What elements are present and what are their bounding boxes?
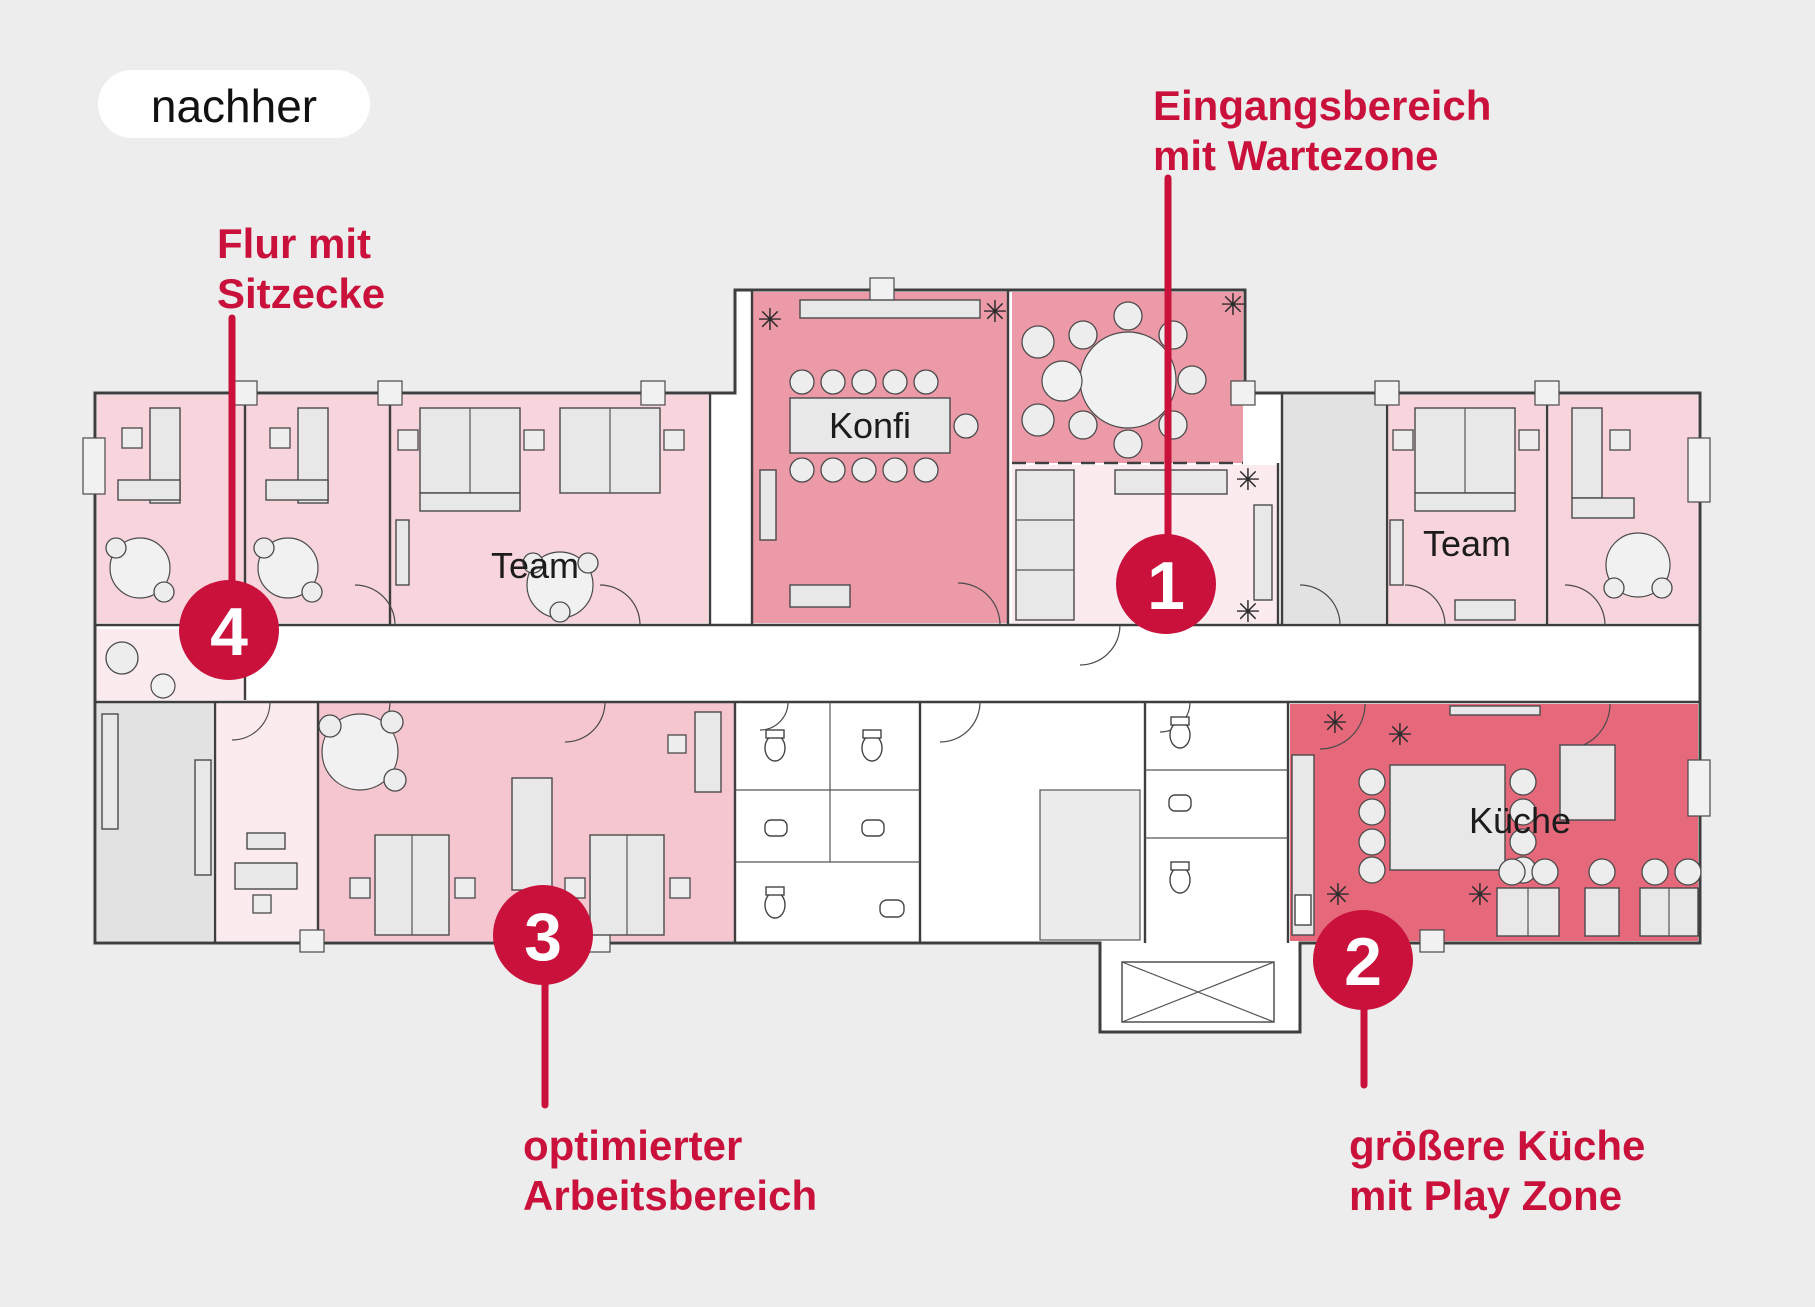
plant-icon: ✳ xyxy=(1387,719,1412,752)
kitchen-counter xyxy=(1291,754,1315,936)
toilet-icon xyxy=(764,886,786,919)
open-office-furniture xyxy=(318,710,722,936)
conference-table xyxy=(789,397,951,454)
annotation-kitchen: größere Küche mit Play Zone xyxy=(1349,1122,1645,1219)
badge-label: nachher xyxy=(151,80,317,132)
toilet-icon xyxy=(1169,716,1191,749)
annotation-hallway-line2: Sitzecke xyxy=(217,270,385,317)
label-team-left: Team xyxy=(491,545,579,586)
annotation-kitchen-line1: größere Küche xyxy=(1349,1122,1645,1169)
shelf-divider xyxy=(511,777,553,891)
plant-icon: ✳ xyxy=(1235,464,1260,497)
kitchen-island xyxy=(1559,744,1616,821)
round-table xyxy=(1079,331,1177,429)
wc-fixtures xyxy=(764,716,1192,919)
toilet-icon xyxy=(1169,861,1191,894)
grey-room-furniture xyxy=(101,713,212,876)
round-table xyxy=(321,713,399,791)
annotation-hallway: Flur mit Sitzecke xyxy=(217,220,385,317)
annotation-workspace-line2: Arbeitsbereich xyxy=(523,1172,817,1219)
plant-icon: ✳ xyxy=(1235,596,1260,629)
marker-1-number: 1 xyxy=(1147,548,1185,624)
marker-2-number: 2 xyxy=(1344,924,1382,1000)
konfi-furniture xyxy=(759,299,981,608)
armchair xyxy=(1021,403,1055,437)
annotation-hallway-line1: Flur mit xyxy=(217,220,371,267)
office-2-furniture xyxy=(253,407,329,603)
annotation-workspace: optimierter Arbeitsbereich xyxy=(523,1122,817,1219)
plant-icon: ✳ xyxy=(1467,879,1492,912)
marker-4: 4 xyxy=(179,314,279,680)
annotation-entrance: Eingangsbereich mit Wartezone xyxy=(1153,82,1491,179)
waiting-zone-furniture xyxy=(1021,301,1207,459)
side-table xyxy=(1041,360,1083,402)
corridor-nook-furniture xyxy=(105,641,176,699)
room-konfi xyxy=(752,292,1008,623)
marker-2: 2 xyxy=(1313,910,1413,1089)
sink-icon xyxy=(1168,794,1192,812)
office-right-furniture xyxy=(1571,407,1673,599)
entrance-foyer-furniture xyxy=(1015,469,1273,621)
bench xyxy=(1253,504,1273,601)
armchair xyxy=(1021,325,1055,359)
room-labels: Team Konfi Team Küche xyxy=(491,405,1571,841)
label-konfi: Konfi xyxy=(829,405,911,446)
label-team-right: Team xyxy=(1423,523,1511,564)
toilet-icon xyxy=(861,729,883,762)
plant-icon: ✳ xyxy=(757,304,782,337)
core-elevator xyxy=(1039,789,1275,1023)
annotation-workspace-line1: optimierter xyxy=(523,1122,742,1169)
annotation-kitchen-line2: mit Play Zone xyxy=(1349,1172,1622,1219)
armchair xyxy=(105,641,139,675)
annotation-entrance-line2: mit Wartezone xyxy=(1153,132,1438,179)
marker-1: 1 xyxy=(1116,174,1216,634)
plant-icon: ✳ xyxy=(1325,879,1350,912)
kitchen-furniture xyxy=(1291,705,1702,937)
plant-icon: ✳ xyxy=(982,296,1007,329)
window-pillars xyxy=(82,277,1711,953)
sink-icon xyxy=(879,899,905,918)
plants: ✳ ✳ ✳ ✳ ✳ ✳ ✳ ✳ ✳ xyxy=(757,289,1492,912)
office-1-furniture xyxy=(105,407,181,603)
inner-walls xyxy=(95,290,1700,943)
toilet-icon xyxy=(764,729,786,762)
sink-icon xyxy=(1294,894,1312,926)
pale-office-furniture xyxy=(234,832,298,914)
sink-icon xyxy=(861,819,885,837)
side-table xyxy=(150,673,176,699)
label-kitchen: Küche xyxy=(1469,800,1571,841)
dining-table xyxy=(1389,764,1506,871)
marker-3: 3 xyxy=(493,885,593,1109)
team-right-furniture xyxy=(1389,407,1540,621)
plant-icon: ✳ xyxy=(1322,707,1347,740)
sink-icon xyxy=(764,819,788,837)
badge-nachher: nachher xyxy=(98,70,370,138)
room-grey-right xyxy=(1282,395,1385,623)
badge-pill xyxy=(98,70,370,138)
marker-4-number: 4 xyxy=(210,594,248,670)
plant-icon: ✳ xyxy=(1220,289,1245,322)
team-left-furniture xyxy=(395,407,685,623)
annotation-entrance-line1: Eingangsbereich xyxy=(1153,82,1491,129)
marker-3-number: 3 xyxy=(524,899,562,975)
